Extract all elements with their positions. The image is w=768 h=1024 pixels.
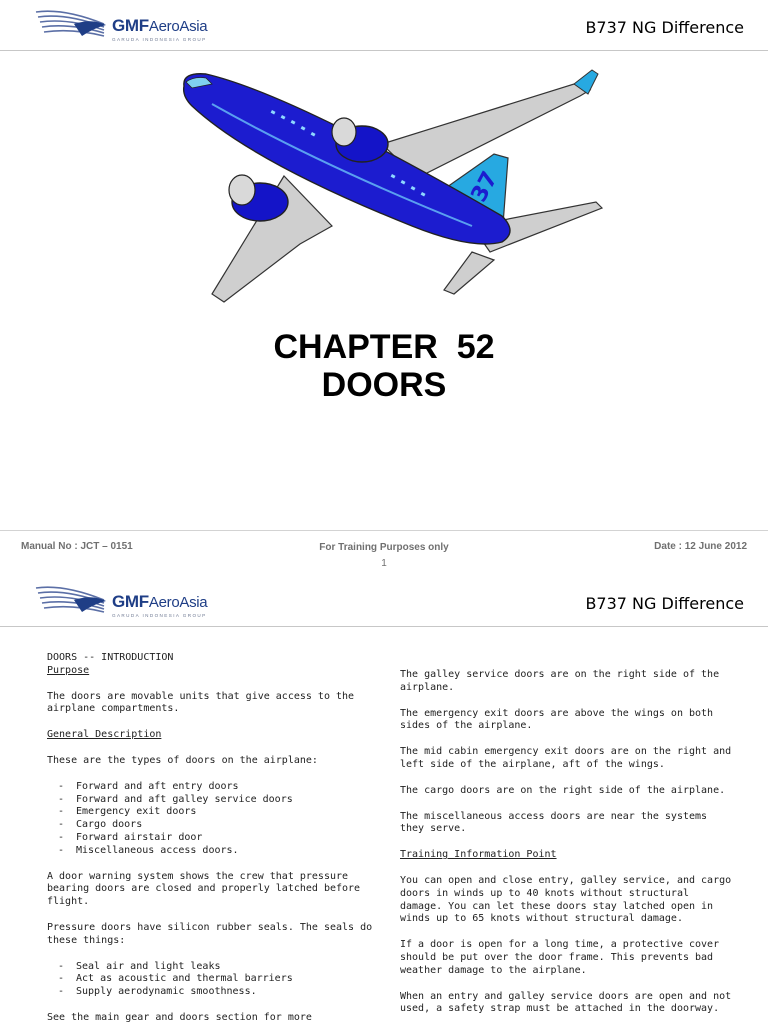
section-heading: DOORS -- INTRODUCTION <box>47 652 174 663</box>
training-line: damage. You can let these doors stay lat… <box>400 900 714 912</box>
list-item: -Forward airstair door <box>58 831 203 843</box>
emergency-line: The emergency exit doors are above the w… <box>400 707 714 719</box>
gmf-aeroasia-logo: GMFAeroAsia GARUDA INDONESIA GROUP <box>34 582 234 622</box>
logo-wordmark: GMFAeroAsia <box>112 16 208 35</box>
footer-date: Date : 12 June 2012 <box>654 541 747 552</box>
cover-line: weather damage to the airplane. <box>400 964 587 976</box>
slide-cover: GMFAeroAsia GARUDA INDONESIA GROUP B737 … <box>0 0 768 569</box>
door-types-intro: These are the types of doors on the airp… <box>47 754 318 766</box>
boeing-737-airplane-illustration: 737 <box>182 69 604 303</box>
chapter-name: DOORS <box>321 366 447 404</box>
logo-tagline: GARUDA INDONESIA GROUP <box>112 613 207 618</box>
list-item: -Cargo doors <box>58 819 143 831</box>
logo-tagline: GARUDA INDONESIA GROUP <box>112 37 207 42</box>
list-item: -Miscellaneous access doors. <box>58 844 239 856</box>
cargo-line: The cargo doors are on the right side of… <box>400 784 726 796</box>
galley-line: The galley service doors are on the righ… <box>400 669 720 680</box>
strap-line: When an entry and galley service doors a… <box>400 990 732 1002</box>
warning-line: bearing doors are closed and properly la… <box>47 883 361 895</box>
seals-line: these things: <box>47 934 126 946</box>
galley-line: airplane. <box>400 681 455 693</box>
purpose-label: Purpose <box>47 664 90 676</box>
training-line: doors in winds up to 40 knots without st… <box>400 887 689 899</box>
warning-line: A door warning system shows the crew tha… <box>47 870 349 882</box>
list-item: -Emergency exit doors <box>58 806 197 818</box>
purpose-line: The doors are movable units that give ac… <box>47 690 355 702</box>
header-divider <box>0 50 768 51</box>
misc-line: The miscellaneous access doors are near … <box>400 810 708 822</box>
list-item: -Forward and aft entry doors <box>58 780 239 792</box>
see-more-text: See the main gear and doors section for … <box>47 1011 312 1023</box>
general-description-label: General Description <box>47 729 162 741</box>
midcabin-line: The mid cabin emergency exit doors are o… <box>400 746 732 758</box>
cover-line: If a door is open for a long time, a pro… <box>400 939 720 951</box>
gmf-aeroasia-logo: GMFAeroAsia GARUDA INDONESIA GROUP <box>34 6 234 46</box>
emergency-line: sides of the airplane. <box>400 720 533 732</box>
footer-page-number: 1 <box>381 558 387 569</box>
header-divider <box>0 626 768 627</box>
training-line: You can open and close entry, galley ser… <box>400 874 732 886</box>
training-info-label: Training Information Point <box>400 849 557 861</box>
list-item: -Supply aerodynamic smoothness. <box>58 986 257 998</box>
slide-introduction: GMFAeroAsia GARUDA INDONESIA GROUP B737 … <box>0 576 768 1024</box>
gmf-swoosh-icon <box>35 10 106 37</box>
misc-line: they serve. <box>400 823 467 835</box>
seal-functions-list: -Seal air and light leaks -Act as acoust… <box>47 961 377 999</box>
gmf-swoosh-icon <box>35 586 106 613</box>
header-title: B737 NG Difference <box>585 594 744 613</box>
left-text-column: DOORS -- INTRODUCTION Purpose The doors … <box>47 652 377 1024</box>
list-item: -Seal air and light leaks <box>58 960 221 972</box>
seals-line: Pressure doors have silicon rubber seals… <box>47 921 373 933</box>
header-title: B737 NG Difference <box>585 18 744 37</box>
footer-manual-number: Manual No : JCT – 0151 <box>21 541 133 552</box>
list-item: -Forward and aft galley service doors <box>58 793 293 805</box>
chapter-title: CHAPTER 52 DOORS <box>0 328 768 404</box>
footer-training-notice: For Training Purposes only <box>319 542 449 553</box>
slide-header: GMFAeroAsia GARUDA INDONESIA GROUP B737 … <box>0 576 768 628</box>
cover-line: should be put over the door frame. This … <box>400 951 714 963</box>
chapter-number: CHAPTER 52 <box>273 328 495 366</box>
slide-header: GMFAeroAsia GARUDA INDONESIA GROUP B737 … <box>0 0 768 52</box>
right-text-column: The galley service doors are on the righ… <box>400 669 740 1016</box>
midcabin-line: left side of the airplane, aft of the wi… <box>400 758 665 770</box>
door-types-list: -Forward and aft entry doors -Forward an… <box>47 781 377 858</box>
list-item: -Act as acoustic and thermal barriers <box>58 973 293 985</box>
strap-line: used, a safety strap must be attached in… <box>400 1003 720 1015</box>
logo-wordmark: GMFAeroAsia <box>112 592 208 611</box>
purpose-line: airplane compartments. <box>47 703 180 715</box>
footer-divider <box>0 530 768 531</box>
warning-line: flight. <box>47 896 90 908</box>
training-line: winds up to 65 knots without structural … <box>400 913 683 925</box>
